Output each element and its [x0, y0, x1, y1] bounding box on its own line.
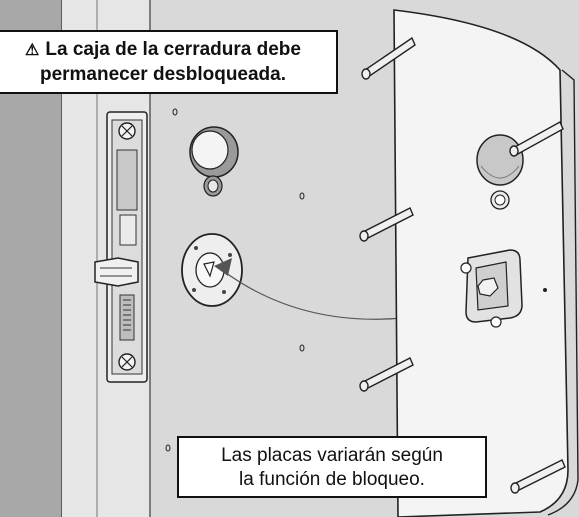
- back-plate: [393, 9, 579, 517]
- warning-triangle-icon: ⚠: [25, 42, 40, 59]
- note-callout: Las placas variarán según la función de …: [177, 436, 487, 498]
- warning-text-1: La caja de la cerradura debe: [45, 39, 301, 60]
- door-holes: [165, 108, 305, 452]
- note-text-2: la función de bloqueo.: [239, 469, 425, 490]
- mortise-lock-faceplate: [94, 111, 148, 383]
- mounting-posts: [359, 36, 566, 494]
- warning-callout: ⚠ La caja de la cerradura debe permanecer…: [0, 30, 338, 94]
- warning-line-1: ⚠ La caja de la cerradura debe: [0, 38, 336, 63]
- cylinder-rose: [181, 233, 243, 307]
- warning-text-2: permanecer desbloqueada.: [39, 64, 287, 85]
- note-text-1: Las placas variarán según: [221, 445, 443, 466]
